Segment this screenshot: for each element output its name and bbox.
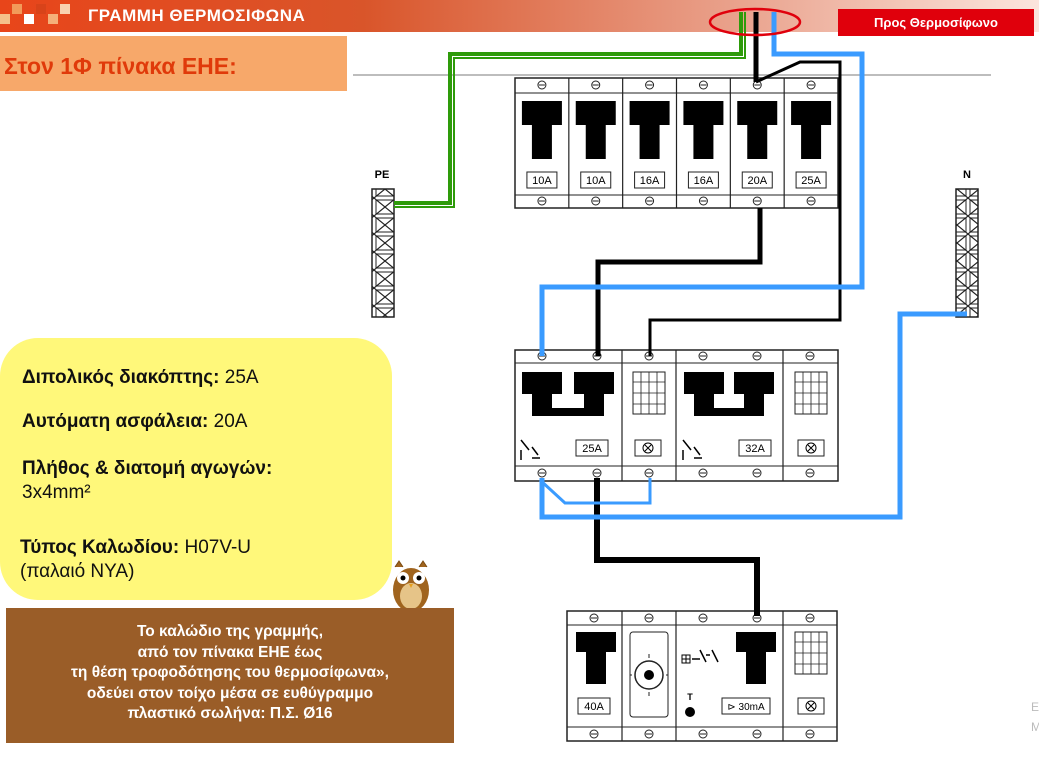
destination-marker [708, 7, 802, 37]
title-decor-square [24, 14, 34, 24]
breaker-toggle-icon [737, 101, 778, 159]
title-decor-square [12, 4, 22, 14]
title-decor-square [48, 14, 58, 24]
breaker-rating-label: 25A [801, 175, 821, 187]
lamp-module [629, 631, 669, 718]
pe-label: PE [375, 169, 390, 181]
destination-badge: Προς Θερμοσίφωνο [838, 9, 1034, 36]
switch-rating-label: 25A [582, 443, 602, 455]
main-panel: 40A T ⊳ 30mA [566, 610, 838, 742]
title-decor-square [36, 4, 46, 14]
breaker-toggle-icon [683, 101, 724, 159]
pe-terminal-bar: PE [371, 169, 395, 318]
n-terminal-bar: N [955, 169, 979, 318]
double-pole-switch-32a: 32A [682, 372, 774, 460]
breaker-toggle-icon [521, 101, 562, 159]
owl-icon [393, 560, 429, 612]
breaker-toggle-icon [791, 101, 832, 159]
indicator-module [632, 371, 666, 457]
breaker-module: 10A [568, 78, 616, 208]
switch-panel: 25A 32A [514, 349, 839, 482]
breaker-rating-label: 16A [640, 175, 660, 187]
breaker-module: 10A [521, 80, 562, 206]
spec-cable-type: Τύπος Καλωδίου: H07V-U(παλαιό ΝΥΑ) [20, 537, 251, 582]
spec-conductors: Πλήθος & διατομή αγωγών:3x4mm² [22, 458, 273, 503]
breaker-module: 25A [783, 78, 832, 208]
switch-symbol-icon [520, 439, 540, 460]
breaker-rating-label: 10A [532, 175, 552, 187]
indicator-module [794, 371, 828, 457]
main-breaker-40a: 40A [576, 632, 616, 715]
subtitle-box [0, 36, 347, 91]
title-decor-square [0, 14, 10, 24]
breaker-rating-label: 16A [694, 175, 714, 187]
pe-wire [394, 12, 746, 208]
spec-circuit-breaker: Αυτόματη ασφάλεια: 20A [22, 411, 248, 432]
breaker-rating-label: 20A [747, 175, 767, 187]
neutral-wire [538, 12, 967, 520]
page-title: ΓΡΑΜΜΗ ΘΕΡΜΟΣΙΦΩΝΑ [88, 6, 306, 25]
subtitle: Στον 1Φ πίνακα ΕΗΕ: [4, 53, 237, 79]
switch-symbol-icon [682, 439, 702, 460]
note-box [6, 608, 454, 743]
breaker-toggle-icon [575, 101, 616, 159]
rcd-symbol-icon [692, 649, 719, 663]
breaker-module: 16A [622, 78, 670, 208]
breaker-module: 16A [675, 78, 724, 208]
cut-off-text: Ε Μ [1031, 700, 1039, 734]
breaker-toggle-icon [629, 101, 670, 159]
breaker-module: 20A [729, 78, 778, 208]
breaker-panel: 10A 10A 16A 16A 20A 25A [514, 77, 839, 209]
n-label: N [963, 169, 971, 181]
test-label: T [687, 692, 693, 702]
switch-rating-label: 32A [745, 443, 765, 455]
breaker-rating-label: 10A [586, 175, 606, 187]
rcd-sensitivity-label: ⊳ 30mA [727, 702, 765, 713]
double-pole-switch-25a: 25A [520, 372, 614, 460]
note-text: Το καλώδιο της γραμμής, από τον πίνακα Ε… [71, 623, 389, 722]
rcd-module: T ⊳ 30mA [681, 632, 776, 717]
test-button-icon [685, 707, 695, 717]
breaker-rating-label: 40A [584, 701, 604, 713]
specs-panel [0, 338, 392, 600]
title-decor-square [60, 4, 70, 14]
indicator-module [794, 631, 828, 715]
spec-double-pole-switch: Διπολικός διακόπτης: 25A [22, 367, 259, 388]
divider [353, 74, 991, 76]
